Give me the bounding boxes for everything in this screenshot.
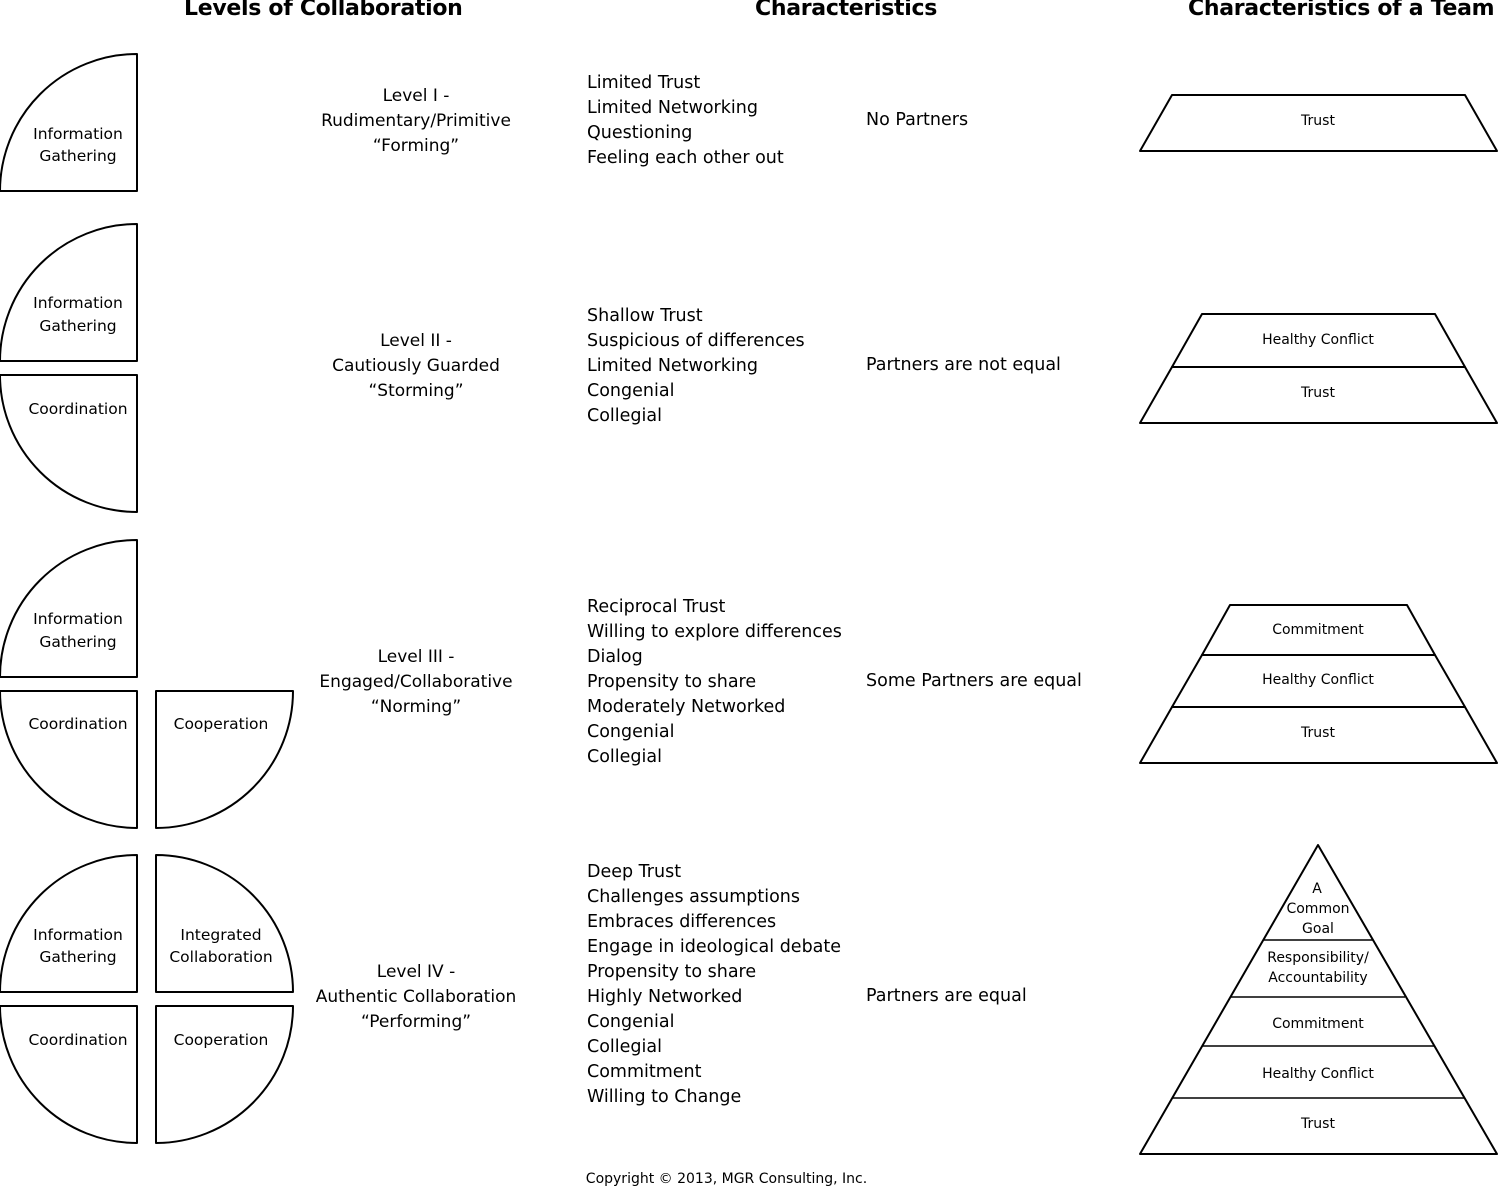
pyramid-layer-trust: [1139, 94, 1498, 152]
quarter-information-gathering: [0, 539, 138, 678]
quarter-coordination: [0, 1005, 138, 1144]
label-cooperation: Cooperation: [174, 1031, 269, 1049]
label-integrated-line2: Collaboration: [169, 948, 272, 966]
pyramid-layer-trust: [1139, 366, 1498, 424]
pyramid-label: Trust: [1300, 725, 1335, 741]
label-info-line2: Gathering: [39, 948, 116, 966]
level-name-3: Level III -Engaged/Collaborative“Norming…: [319, 647, 513, 717]
level-name-2: Level II -Cautiously Guarded“Storming”: [332, 331, 500, 401]
label-info-line1: Information: [33, 926, 123, 944]
pyramid-label-apex: Goal: [1302, 921, 1334, 937]
quarter-coordination: [0, 374, 138, 513]
label-coordination: Coordination: [28, 1031, 127, 1049]
characteristics-list-2: Shallow Trust Suspicious of differences …: [587, 306, 805, 426]
pyramid-label: Trust: [1300, 1116, 1335, 1132]
characteristics-list-3: Reciprocal Trust Willing to explore diff…: [587, 597, 842, 767]
pyramid-layer-trust: [1139, 706, 1498, 764]
label-integrated-line1: Integrated: [180, 926, 261, 944]
label-info-line2: Gathering: [39, 147, 116, 165]
characteristics-list-4: Deep Trust Challenges assumptions Embrac…: [587, 862, 842, 1107]
pyramid-label: Healthy Conflict: [1262, 332, 1374, 348]
quarter-cooperation: [155, 690, 294, 829]
quarter-information-gathering: [0, 854, 138, 993]
label-coordination: Coordination: [28, 400, 127, 418]
header-levels-of-collaboration: Levels of Collaboration: [184, 0, 463, 21]
quarter-information-gathering: [0, 53, 138, 192]
pyramid-label-apex: A: [1312, 881, 1322, 897]
quarter-cooperation: [155, 1005, 294, 1144]
label-cooperation: Cooperation: [174, 715, 269, 733]
pyramid-label-responsibility: Accountability: [1268, 970, 1367, 986]
partners-level-1: No Partners: [866, 110, 969, 130]
quarter-integrated-collaboration: [155, 854, 294, 993]
label-info-line2: Gathering: [39, 317, 116, 335]
partners-level-4: Partners are equal: [866, 986, 1027, 1006]
level-name-1: Level I -Rudimentary/Primitive“Forming”: [321, 86, 511, 156]
pyramid-full: [1139, 844, 1498, 1155]
partners-level-2: Partners are not equal: [866, 355, 1061, 375]
pyramid-label: Trust: [1300, 385, 1335, 401]
pyramid-label: Commitment: [1272, 1016, 1364, 1032]
label-info-line1: Information: [33, 125, 123, 143]
partners-level-3: Some Partners are equal: [866, 671, 1082, 691]
characteristics-list-1: Limited Trust Limited Networking Questio…: [587, 73, 784, 168]
level-name-4: Level IV -Authentic Collaboration“Perfor…: [315, 962, 517, 1032]
pyramid-label: Trust: [1300, 113, 1335, 129]
quarter-coordination: [0, 690, 138, 829]
label-info-line1: Information: [33, 294, 123, 312]
pyramid-label-apex: Common: [1286, 901, 1349, 917]
header-team-characteristics: Characteristics of a Team: [1188, 0, 1495, 21]
label-coordination: Coordination: [28, 715, 127, 733]
label-info-line1: Information: [33, 610, 123, 628]
quarter-information-gathering: [0, 223, 138, 362]
pyramid-label-responsibility: Responsibility/: [1267, 950, 1369, 966]
copyright-notice: Copyright © 2013, MGR Consulting, Inc.: [585, 1171, 868, 1187]
pyramid-label: Commitment: [1272, 622, 1364, 638]
header-characteristics: Characteristics: [755, 0, 938, 21]
pyramid-label: Healthy Conflict: [1262, 672, 1374, 688]
pyramid-label: Healthy Conflict: [1262, 1066, 1374, 1082]
label-info-line2: Gathering: [39, 633, 116, 651]
